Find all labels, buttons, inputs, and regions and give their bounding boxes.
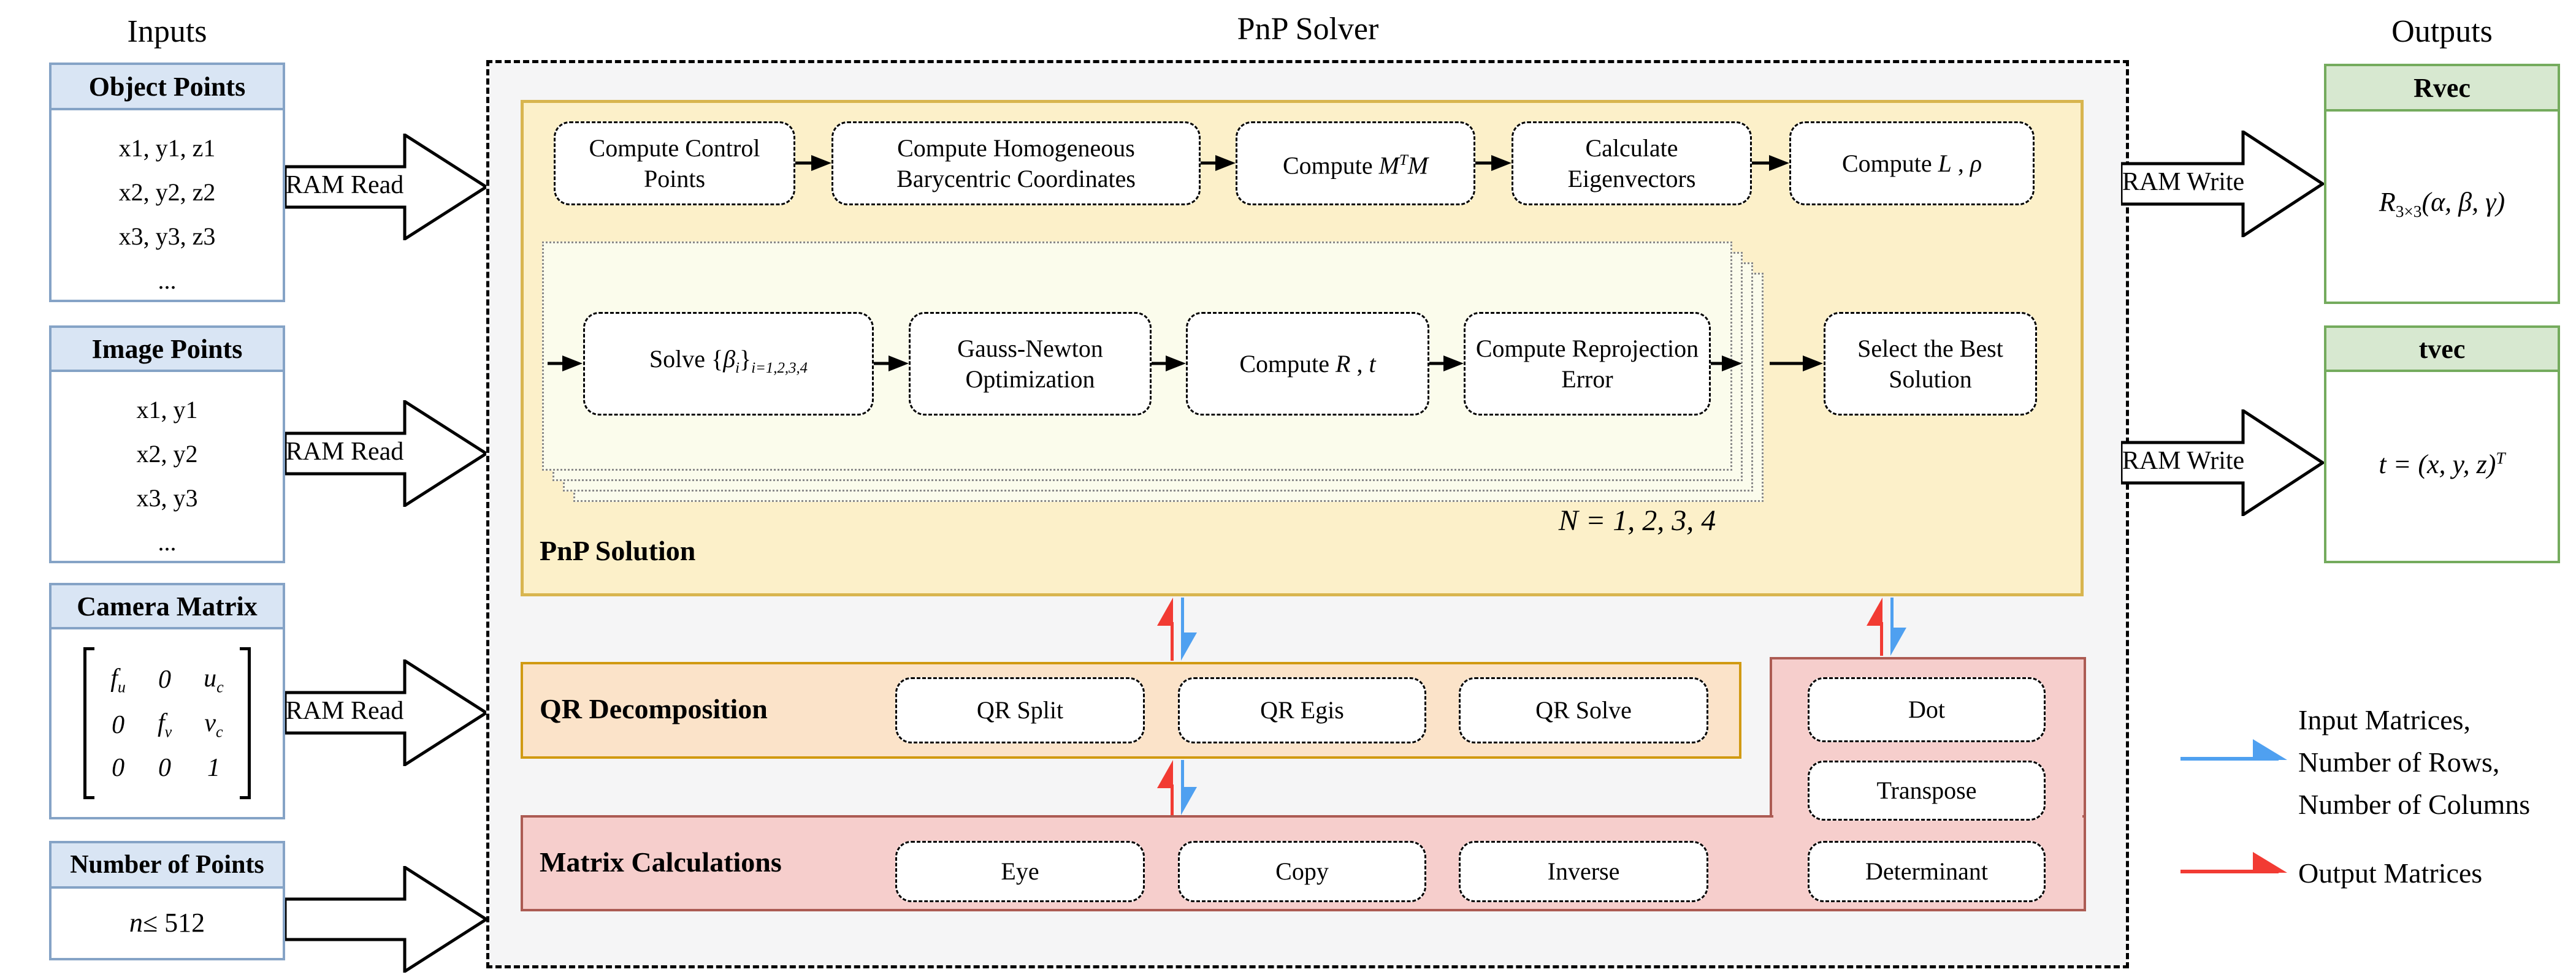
gauss-newton-box: Gauss-Newton Optimization <box>909 312 1152 416</box>
camera-matrix-header: Camera Matrix <box>52 585 283 629</box>
flow-arrow <box>1475 155 1512 171</box>
matrix-cell: 0 <box>112 710 125 739</box>
number-of-points-header: Number of Points <box>52 843 283 889</box>
object-point-row: ... <box>158 267 177 294</box>
compute-control-points-box: Compute Control Points <box>554 121 795 205</box>
outputs-title: Outputs <box>2391 14 2493 49</box>
ram-read-arrow <box>285 400 487 507</box>
matrix-calculations-label: Matrix Calculations <box>540 846 782 878</box>
calculate-eigenvectors-box: Calculate Eigenvectors <box>1512 121 1752 205</box>
iteration-count-label: N = 1, 2, 3, 4 <box>1558 504 1716 537</box>
select-best-solution-box: Select the Best Solution <box>1824 312 2037 416</box>
dot-box: Dot <box>1808 677 2046 742</box>
flow-arrow <box>1201 155 1236 171</box>
object-points-values: x1, y1, z1 x2, y2, z2 x3, y3, z3 ... <box>52 110 283 303</box>
compute-barycentric-box: Compute Homogeneous Barycentric Coordina… <box>831 121 1201 205</box>
matrix-left-bracket <box>83 647 95 799</box>
rvec-header: Rvec <box>2326 66 2558 112</box>
ram-write-label: RAM Write <box>2122 168 2245 196</box>
ram-read-label: RAM Read <box>285 697 404 725</box>
copy-box: Copy <box>1178 841 1426 902</box>
flow-arrow <box>548 355 583 371</box>
legend-input-line: Number of Columns <box>2298 789 2531 820</box>
ram-write-label: RAM Write <box>2122 447 2245 475</box>
legend-input-text: Input Matrices, Number of Rows, Number o… <box>2298 699 2530 826</box>
camera-matrix-grid: fu 0 uc 0 fv vc 0 0 1 <box>94 664 239 783</box>
image-points-values: x1, y1 x2, y2 x3, y3 ... <box>52 372 283 564</box>
image-point-row: x2, y2 <box>136 440 198 468</box>
io-connector-pair <box>1157 598 1197 661</box>
ram-write-arrow <box>2121 409 2324 516</box>
flow-arrow <box>1770 355 1823 371</box>
matrix-cell: fv <box>157 709 172 741</box>
qr-decomposition-label: QR Decomposition <box>540 693 768 724</box>
determinant-box: Determinant <box>1808 841 2046 902</box>
image-point-row: x1, y1 <box>136 396 198 424</box>
solve-beta-box: Solve {βi}i=1,2,3,4 <box>583 312 874 416</box>
image-points-header: Image Points <box>52 328 283 372</box>
rvec-value: R3×3(α, β, γ) <box>2379 186 2505 221</box>
ram-read-arrow <box>285 659 487 766</box>
qr-split-box: QR Split <box>895 677 1145 743</box>
reprojection-error-box: Compute Reprojection Error <box>1464 312 1711 416</box>
tvec-value: t = (x, y, z)T <box>2379 448 2505 479</box>
image-point-row: ... <box>158 528 177 556</box>
number-of-points-box: Number of Points n ≤ 512 <box>49 841 285 960</box>
rvec-box: Rvec R3×3(α, β, γ) <box>2324 64 2560 304</box>
qr-solve-box: QR Solve <box>1459 677 1708 743</box>
camera-matrix-value: fu 0 uc 0 fv vc 0 0 1 <box>52 634 283 812</box>
object-points-box: Object Points x1, y1, z1 x2, y2, z2 x3, … <box>49 63 285 302</box>
number-of-points-value: n ≤ 512 <box>129 907 205 938</box>
image-points-box: Image Points x1, y1 x2, y2 x3, y3 ... <box>49 325 285 563</box>
inverse-box: Inverse <box>1459 841 1708 902</box>
camera-matrix-box: Camera Matrix fu 0 uc 0 fv vc 0 0 1 <box>49 583 285 819</box>
object-point-row: x1, y1, z1 <box>118 134 216 162</box>
image-point-row: x3, y3 <box>136 484 198 512</box>
matrix-cell: 0 <box>112 754 125 783</box>
object-point-row: x3, y3, z3 <box>118 222 216 250</box>
compute-rt-box: Compute R , t <box>1186 312 1429 416</box>
tvec-header: tvec <box>2326 328 2558 372</box>
matrix-cell: fu <box>110 664 126 696</box>
io-connector-pair <box>1157 760 1197 815</box>
ram-read-label: RAM Read <box>285 171 404 199</box>
compute-l-rho-box: Compute L , ρ <box>1789 121 2035 205</box>
transpose-box: Transpose <box>1808 761 2046 821</box>
flow-arrow <box>795 155 831 171</box>
input-arrow <box>285 866 487 973</box>
solver-title: PnP Solver <box>1237 12 1379 47</box>
compute-mtm-box: Compute MTM <box>1236 121 1475 205</box>
tvec-box: tvec t = (x, y, z)T <box>2324 325 2560 563</box>
flow-arrow <box>1152 355 1186 371</box>
legend-input-line: Input Matrices, <box>2298 704 2471 735</box>
legend-input-arrow <box>2180 739 2287 761</box>
flow-arrow <box>874 355 909 371</box>
matrix-cell: 0 <box>158 754 172 783</box>
pnp-solution-label: PnP Solution <box>540 535 696 566</box>
ram-read-arrow <box>285 134 487 240</box>
ram-read-label: RAM Read <box>285 438 404 466</box>
matrix-cell: 1 <box>207 754 220 783</box>
io-connector-pair <box>1867 598 1906 656</box>
matrix-cell: 0 <box>158 666 172 694</box>
qr-egis-box: QR Egis <box>1178 677 1426 743</box>
legend-input-line: Number of Rows, <box>2298 746 2500 778</box>
object-points-header: Object Points <box>52 65 283 110</box>
legend-output-text: Output Matrices <box>2298 857 2483 889</box>
legend-output-arrow <box>2180 852 2287 873</box>
ram-write-arrow <box>2121 131 2324 237</box>
flow-arrow <box>1711 355 1742 371</box>
matrix-cell: uc <box>204 664 224 696</box>
flow-arrow <box>1752 155 1789 171</box>
matrix-right-bracket <box>239 647 251 799</box>
eye-box: Eye <box>895 841 1145 902</box>
inputs-title: Inputs <box>127 14 207 49</box>
flow-arrow <box>1429 355 1464 371</box>
matrix-cell: vc <box>204 709 223 741</box>
object-point-row: x2, y2, z2 <box>118 178 216 206</box>
